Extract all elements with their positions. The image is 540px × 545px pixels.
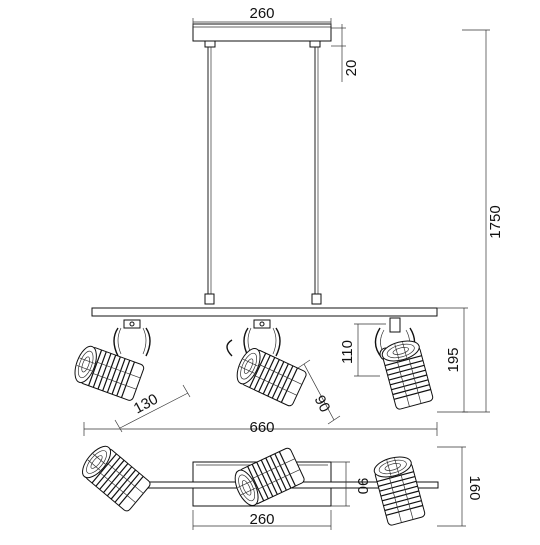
dimension-fixture-height: 195 (437, 307, 468, 413)
dimension-arm-height: 110 (339, 323, 386, 377)
label-base-depth: 90 (354, 478, 371, 495)
dimension-top-depth: 160 (437, 446, 483, 527)
top-head-left (76, 441, 153, 514)
label-total-height: 1750 (487, 205, 504, 238)
canopy (192, 23, 332, 48)
label-base-width: 260 (249, 511, 274, 528)
dimension-base-width: 260 (192, 510, 332, 530)
label-head-diameter: 90 (311, 393, 334, 416)
label-canopy-height: 20 (343, 60, 360, 77)
mounting-bar (91, 307, 438, 317)
spotlight-center (226, 319, 309, 408)
spotlight-left (70, 319, 151, 403)
dimension-bar-length: 660 (83, 419, 438, 436)
label-bar-length: 660 (249, 419, 274, 436)
suspension-cables (204, 47, 322, 305)
dimension-canopy-width: 260 (192, 5, 332, 26)
dimension-head-diameter: 90 (297, 359, 341, 425)
dimension-base-depth: 90 (331, 461, 371, 507)
label-head-length: 130 (131, 391, 161, 418)
dimension-canopy-height: 20 (331, 24, 360, 82)
spotlight-right (374, 317, 435, 411)
label-top-depth: 160 (466, 475, 483, 500)
label-canopy-width: 260 (249, 5, 274, 22)
dimension-total-height: 1750 (462, 29, 504, 413)
label-arm-height: 110 (339, 340, 356, 364)
label-fixture-height: 195 (445, 347, 462, 372)
top-view (76, 441, 439, 527)
top-head-right (371, 452, 427, 527)
